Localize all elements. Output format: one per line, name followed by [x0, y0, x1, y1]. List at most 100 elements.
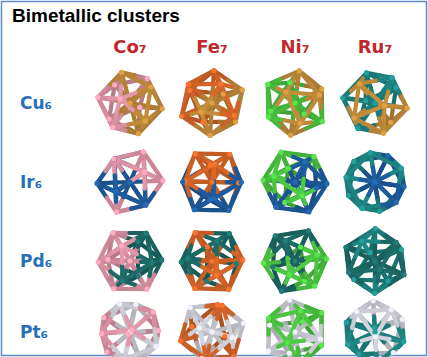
atom-joint	[267, 322, 272, 327]
bond-stick	[206, 348, 219, 357]
atom-joint	[240, 257, 245, 262]
bond-stick	[373, 180, 377, 184]
atom-joint	[214, 273, 219, 278]
atom-joint	[356, 352, 361, 357]
atom-joint	[285, 340, 290, 345]
atom-joint	[211, 68, 216, 73]
atom-joint	[346, 193, 351, 198]
atom-joint	[199, 356, 204, 357]
atom-joint	[209, 179, 214, 184]
atom-joint	[266, 114, 271, 119]
atom-joint	[197, 325, 202, 330]
atom-joint	[218, 81, 223, 86]
atom-joint	[372, 258, 377, 263]
atom-joint	[113, 189, 118, 194]
bond-stick	[373, 180, 377, 184]
atom-joint	[351, 159, 356, 164]
atom-joint	[324, 256, 329, 261]
atom-joint	[372, 291, 377, 296]
atom-joint	[373, 334, 378, 339]
cluster-model	[95, 70, 165, 137]
atom-joint	[399, 166, 404, 171]
atom-joint	[324, 181, 329, 186]
atom-joint	[107, 116, 112, 121]
atom-joint	[227, 152, 232, 157]
atom-joint	[377, 209, 382, 214]
atom-joint	[364, 70, 369, 75]
atom-joint	[394, 240, 399, 245]
atom-joint	[227, 231, 232, 236]
atom-joint	[318, 336, 323, 341]
atom-joint	[317, 92, 322, 97]
atom-joint	[110, 125, 115, 130]
atom-joint	[105, 257, 110, 262]
atom-joint	[354, 309, 359, 314]
cluster-model	[178, 302, 246, 357]
atom-joint	[149, 260, 154, 265]
atom-joint	[204, 279, 209, 284]
atom-joint	[393, 85, 398, 90]
atom-joint	[212, 161, 217, 166]
atom-joint	[300, 319, 305, 324]
column-header: Fe₇	[196, 36, 228, 57]
atom-joint	[222, 334, 227, 339]
atom-joint	[320, 119, 325, 124]
atom-joint	[95, 95, 100, 100]
atom-joint	[179, 259, 184, 264]
atom-joint	[112, 156, 117, 161]
atom-joint	[127, 179, 132, 184]
column-header: Ni₇	[280, 36, 309, 57]
atom-joint	[209, 258, 214, 263]
atom-joint	[345, 342, 350, 347]
bond-stick	[386, 161, 401, 169]
cluster-model	[266, 297, 325, 357]
atom-joint	[303, 159, 308, 164]
atom-joint	[315, 252, 320, 257]
atom-joint	[125, 332, 130, 337]
atom-joint	[137, 105, 142, 110]
atom-joint	[306, 228, 311, 233]
atom-joint	[265, 82, 270, 87]
atom-joint	[302, 279, 307, 284]
atom-joint	[351, 277, 356, 282]
atom-joint	[96, 260, 101, 265]
bond-stick	[358, 153, 370, 165]
cluster-model	[260, 149, 329, 214]
atom-joint	[355, 126, 360, 131]
atom-joint	[142, 170, 147, 175]
bond-stick	[218, 356, 234, 357]
atom-joint	[292, 329, 297, 334]
atom-joint	[359, 238, 364, 243]
atom-joint	[261, 261, 266, 266]
atom-joint	[292, 258, 297, 263]
atom-joint	[240, 87, 245, 92]
bond-stick	[97, 183, 107, 197]
bond-stick	[102, 333, 113, 346]
atom-joint	[231, 354, 236, 357]
atom-joint	[372, 179, 377, 184]
atom-joint	[133, 302, 138, 307]
atom-joint	[198, 109, 203, 114]
cluster-model	[265, 68, 325, 138]
atom-joint	[144, 287, 149, 292]
atom-joint	[117, 301, 122, 306]
atom-joint	[268, 108, 273, 113]
row-header: Cu₆	[20, 93, 52, 113]
atom-joint	[209, 329, 214, 334]
atom-joint	[385, 278, 390, 283]
atom-joint	[220, 303, 225, 308]
atom-joint	[288, 133, 293, 138]
atom-joint	[292, 179, 297, 184]
atom-joint	[208, 133, 213, 138]
atom-joint	[372, 180, 377, 185]
figure-title: Bimetallic clusters	[12, 5, 180, 27]
atom-joint	[343, 175, 348, 180]
atom-joint	[215, 302, 220, 307]
atom-joint	[135, 239, 140, 244]
bond-stick	[122, 272, 137, 281]
atom-joint	[279, 149, 284, 154]
atom-joint	[94, 181, 99, 186]
atom-joint	[192, 286, 197, 291]
atom-joint	[151, 309, 156, 314]
